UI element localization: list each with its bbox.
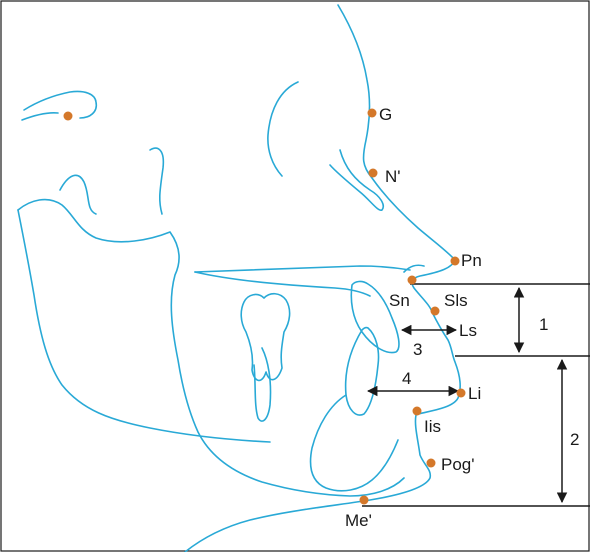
pterygoid-plate: [150, 148, 163, 214]
nasal-bone: [330, 150, 383, 210]
label-sn: Sn: [389, 291, 410, 310]
label-li: Li: [468, 384, 481, 403]
measurement-1-label: 1: [539, 315, 548, 334]
label-pog-prime: Pog': [441, 455, 475, 474]
label-sls: Sls: [444, 291, 468, 310]
pn-point: [451, 257, 460, 266]
me-prime-point: [360, 496, 369, 505]
frontal-contour: [24, 91, 96, 118]
measurement-2-label: 2: [570, 430, 579, 449]
lower-incisor: [346, 328, 379, 415]
head-tracing: [18, 5, 460, 552]
ramus-posterior: [18, 210, 270, 442]
symphysis: [311, 395, 398, 491]
measurement-3-label: 3: [413, 340, 422, 359]
occlusal-plane: [195, 266, 410, 272]
iis-point: [413, 407, 422, 416]
n-prime-point: [369, 169, 378, 178]
li-point: [457, 389, 466, 398]
label-n-prime: N': [385, 167, 401, 186]
palatal-line: [195, 272, 370, 296]
frontal-contour-inner: [22, 113, 58, 120]
molar-tooth: [241, 294, 289, 381]
label-pn: Pn: [461, 251, 482, 270]
label-me-prime: Me': [345, 511, 372, 530]
measurement-4-label: 4: [402, 369, 411, 388]
pog-prime-point: [427, 459, 436, 468]
porion-point: [64, 112, 73, 121]
label-ls: Ls: [459, 321, 477, 340]
g-point: [368, 109, 377, 118]
sls-point: [431, 307, 440, 316]
upper-lip-line: [404, 265, 424, 272]
orbit-rim: [268, 82, 298, 176]
sn-point: [408, 276, 417, 285]
molar-tooth-2: [254, 348, 271, 421]
label-g: G: [379, 105, 392, 124]
label-iis: Iis: [424, 417, 441, 436]
mandible-outline: [18, 200, 404, 496]
